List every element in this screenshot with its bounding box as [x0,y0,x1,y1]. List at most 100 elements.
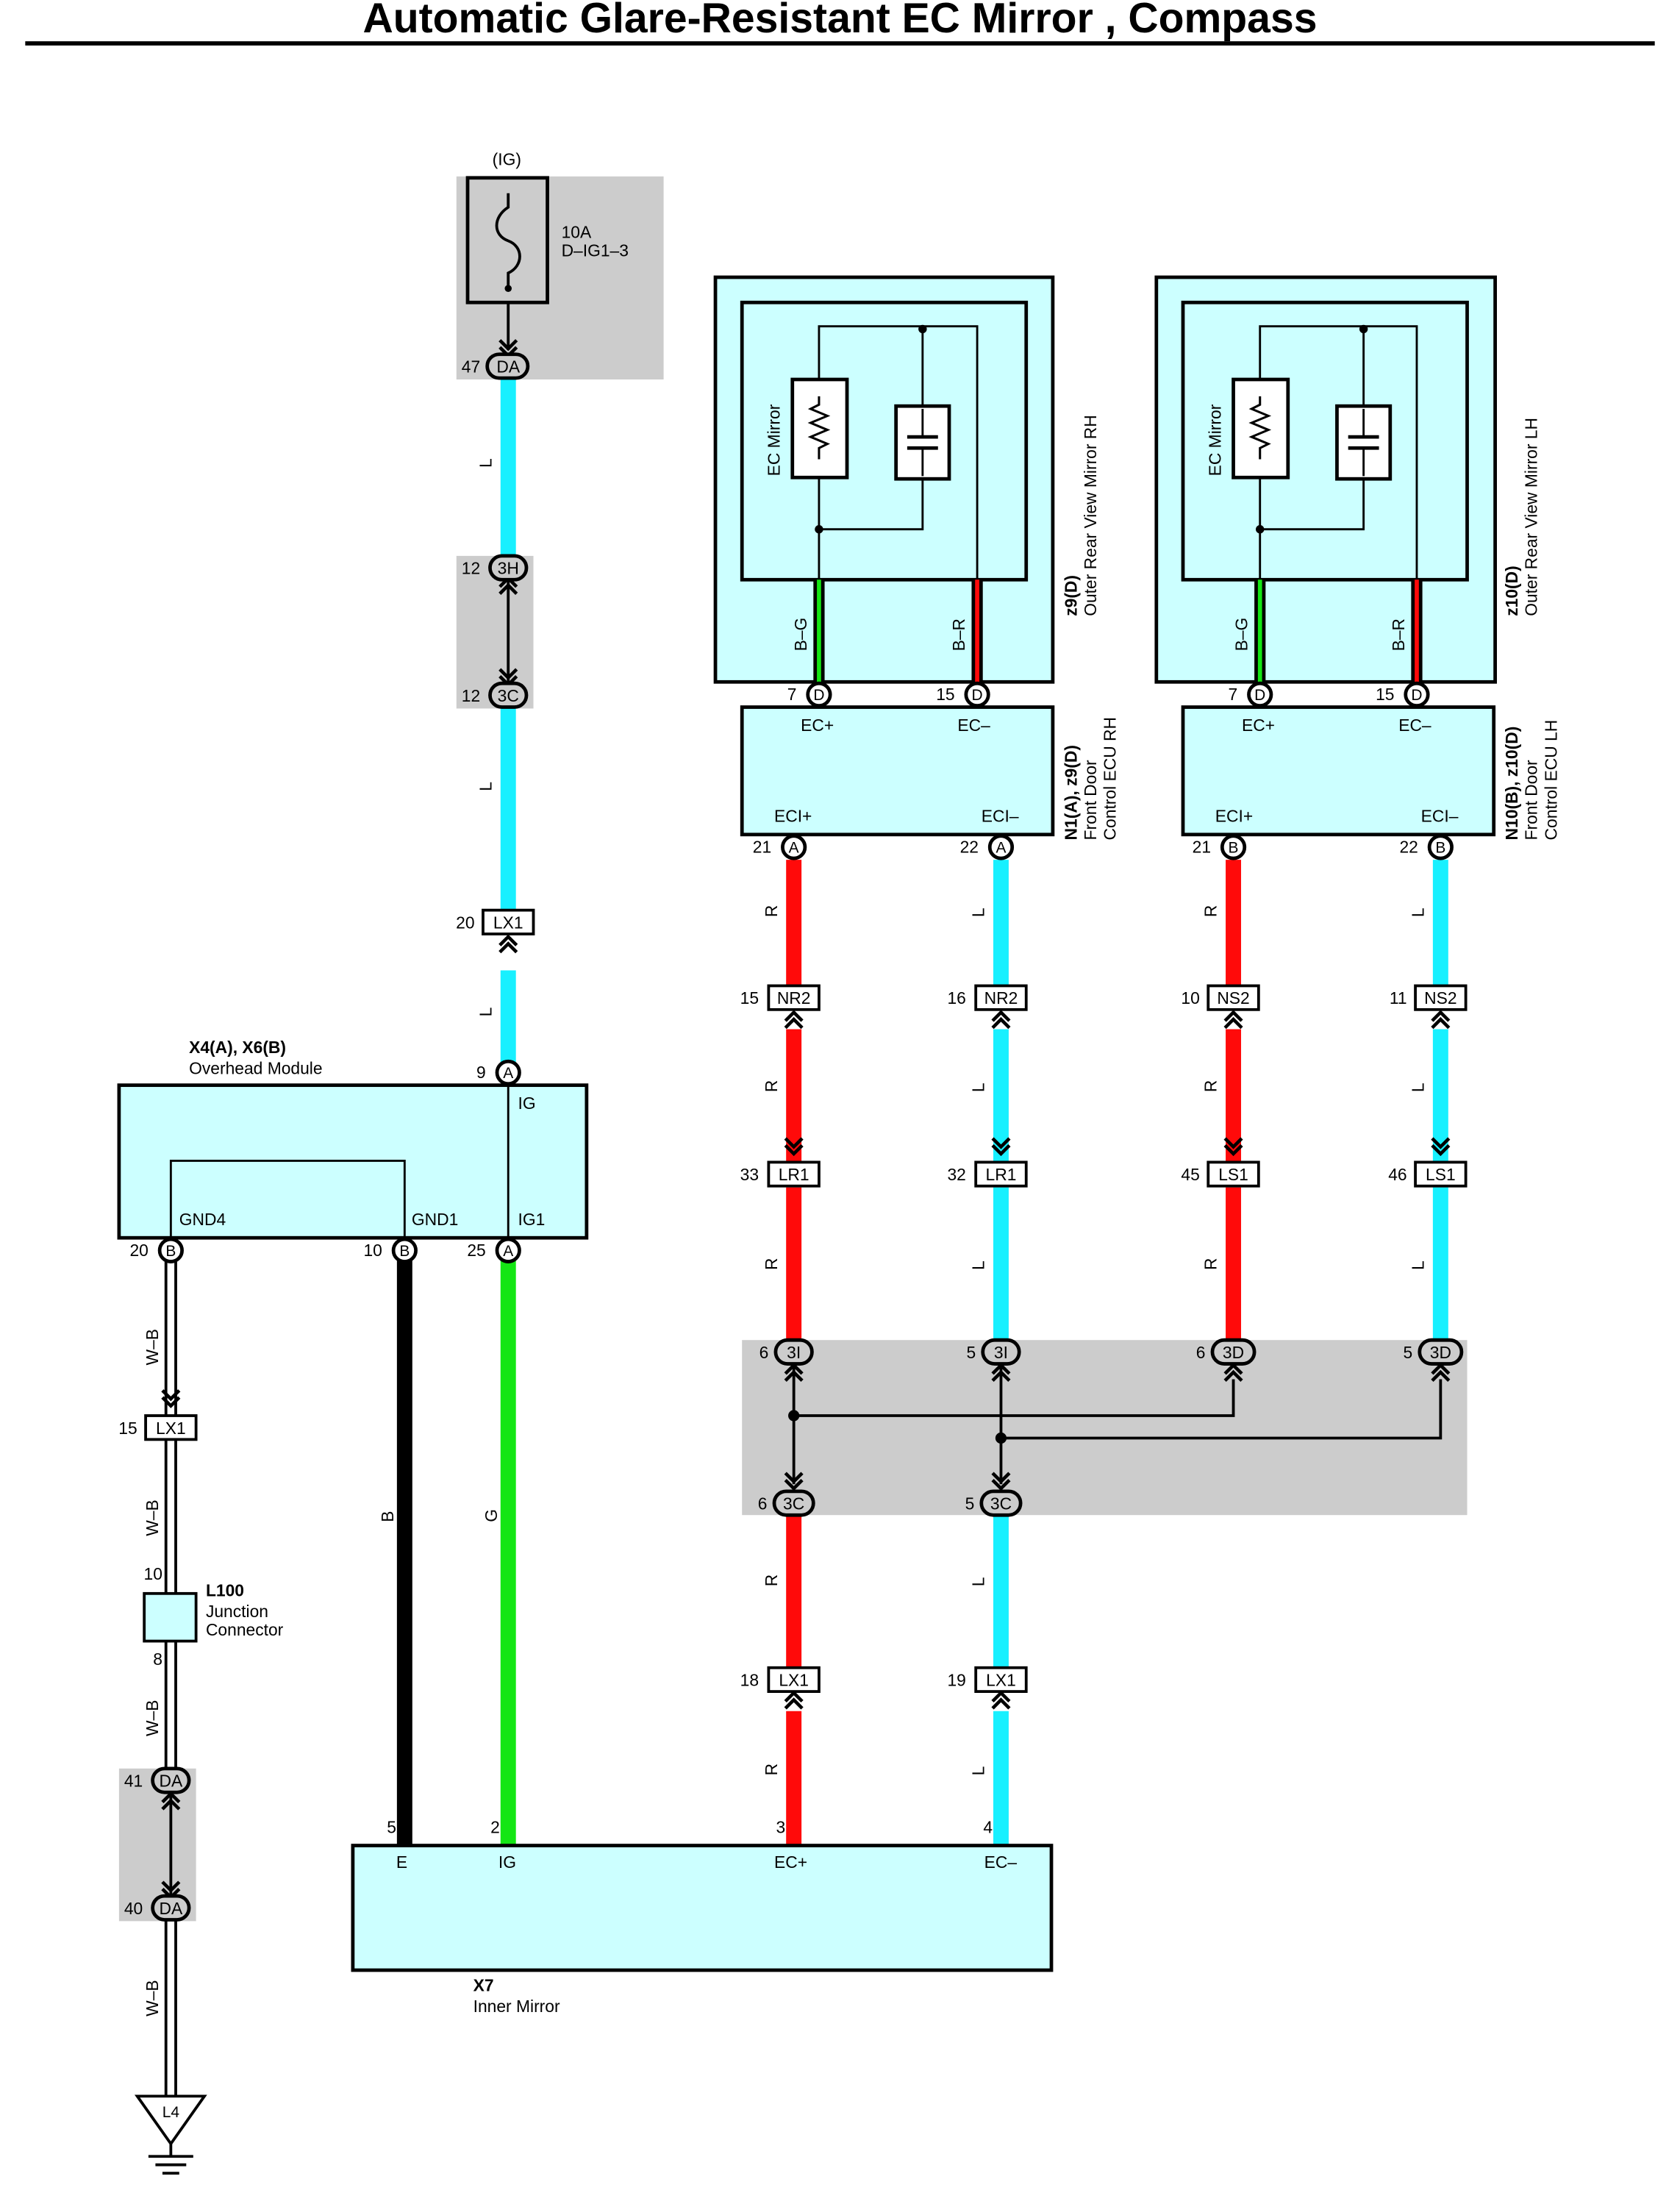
connector-ls1-45: LS1 45 [1181,1160,1260,1188]
svg-text:B: B [165,1243,176,1260]
overhead-module-name: Overhead Module [189,1058,322,1077]
connector-lx1-19: LX1 19 [947,1666,1028,1694]
svg-text:B–G: B–G [791,618,810,652]
svg-text:NS2: NS2 [1217,988,1249,1008]
fuse-element [495,193,521,289]
junction-block-3i-3d-3c [742,1340,1468,1516]
svg-text:D: D [1254,687,1265,704]
svg-text:11: 11 [1390,988,1407,1008]
svg-text:L: L [969,1766,988,1776]
svg-text:EC–: EC– [957,716,990,735]
page-title: Automatic Glare-Resistant EC Mirror , Co… [363,0,1318,42]
connector-3c-5: 3C 5 [965,1489,1023,1517]
ecu-rh-name2: Control ECU RH [1101,717,1120,840]
svg-text:R: R [762,905,781,918]
connector-3i-5: 3I 5 [966,1338,1021,1366]
ecu-rh-name1: Front Door [1081,760,1100,841]
svg-text:D: D [1411,687,1422,704]
ecu-lh-name2: Control ECU LH [1541,720,1560,841]
connector-3d-6: 3D 6 [1196,1338,1257,1366]
svg-text:R: R [1201,1258,1220,1270]
svg-text:B: B [378,1511,397,1522]
svg-text:NR2: NR2 [984,988,1018,1008]
connector-a-9: A 9 [476,1059,521,1086]
svg-text:3I: 3I [994,1343,1008,1362]
connector-d-7-lh: D 7 [1229,681,1273,708]
svg-text:E: E [396,1852,407,1872]
connector-d-7-rh: D 7 [787,681,832,708]
svg-text:L: L [1408,1260,1427,1270]
svg-text:DA: DA [159,1772,182,1791]
svg-text:10: 10 [144,1564,162,1583]
fuse-rating: 10A [562,223,592,242]
arrow-lx1-19 [993,1693,1009,1708]
svg-text:R: R [762,1574,781,1587]
svg-text:4: 4 [983,1817,993,1836]
svg-text:L: L [969,907,988,917]
svg-text:LR1: LR1 [986,1165,1017,1184]
svg-text:D: D [813,687,824,704]
svg-text:W–B: W–B [143,1980,162,2016]
svg-text:L: L [1408,1083,1427,1092]
svg-text:20: 20 [456,913,474,932]
overhead-module-ref: X4(A), X6(B) [189,1038,286,1057]
svg-text:R: R [1201,1080,1220,1093]
svg-text:IG: IG [498,1852,516,1872]
connector-3c-12: 3C 12 [462,681,529,709]
svg-text:21: 21 [1193,838,1211,857]
connector-a-21: A 21 [753,834,807,860]
svg-text:3D: 3D [1223,1343,1244,1362]
svg-text:15: 15 [740,988,759,1008]
svg-text:B: B [1435,840,1445,857]
fuse-block [456,176,664,380]
svg-text:L: L [476,458,495,468]
junction-connector-l100: 10 8 L100 Junction Connector [143,1564,284,1669]
junction-ref: L100 [206,1581,244,1600]
svg-text:15: 15 [118,1419,137,1438]
inner-mirror-name: Inner Mirror [473,1997,560,2016]
svg-text:D: D [972,687,983,704]
connector-3d-5: 3D 5 [1404,1338,1464,1366]
svg-text:B: B [1229,840,1239,857]
ecu-rh-ref: N1(A), z9(D) [1061,745,1080,840]
ground-ref: L4 [162,2104,180,2121]
connector-lr1-33: LR1 33 [740,1160,821,1188]
connector-b-20: B 20 [129,1237,184,1263]
svg-text:46: 46 [1388,1165,1406,1184]
svg-text:LR1: LR1 [779,1165,809,1184]
svg-text:EC+: EC+ [1242,716,1275,735]
svg-text:6: 6 [758,1494,768,1513]
svg-text:5: 5 [387,1817,396,1836]
svg-text:40: 40 [124,1899,143,1918]
junction-name2: Connector [206,1620,284,1639]
ecu-lh: EC+ EC– ECI+ ECI– N10(B), z10(D) Front D… [1181,705,1560,841]
ecu-lh-ref: N10(B), z10(D) [1502,727,1521,841]
connector-b-22: B 22 [1399,834,1454,860]
svg-text:32: 32 [947,1165,965,1184]
ecu-lh-name1: Front Door [1522,760,1541,841]
connector-nr2-15: NR2 15 [740,984,821,1011]
svg-text:B: B [399,1243,410,1260]
connector-da-47: DA 47 [462,352,530,380]
svg-text:NR2: NR2 [777,988,811,1008]
svg-text:6: 6 [1196,1343,1206,1362]
svg-text:A: A [503,1065,513,1082]
svg-text:12: 12 [462,559,480,578]
svg-text:ECI+: ECI+ [1215,807,1253,826]
svg-text:ECI–: ECI– [1421,807,1459,826]
splice-lines [788,1365,1443,1485]
svg-text:ECI+: ECI+ [774,807,812,826]
svg-text:3C: 3C [990,1494,1012,1513]
arrow-ns2-10 [1225,1013,1242,1028]
svg-text:15: 15 [936,685,954,704]
svg-text:3: 3 [776,1817,786,1836]
ecu-rh: EC+ EC– ECI+ ECI– N1(A), z9(D) Front Doo… [740,705,1120,841]
svg-text:16: 16 [947,988,965,1008]
svg-text:DA: DA [159,1899,182,1918]
svg-text:A: A [996,840,1006,857]
svg-text:21: 21 [753,838,771,857]
svg-text:47: 47 [462,357,480,376]
svg-text:L: L [969,1577,988,1587]
arrow-lx1-18 [785,1693,802,1708]
